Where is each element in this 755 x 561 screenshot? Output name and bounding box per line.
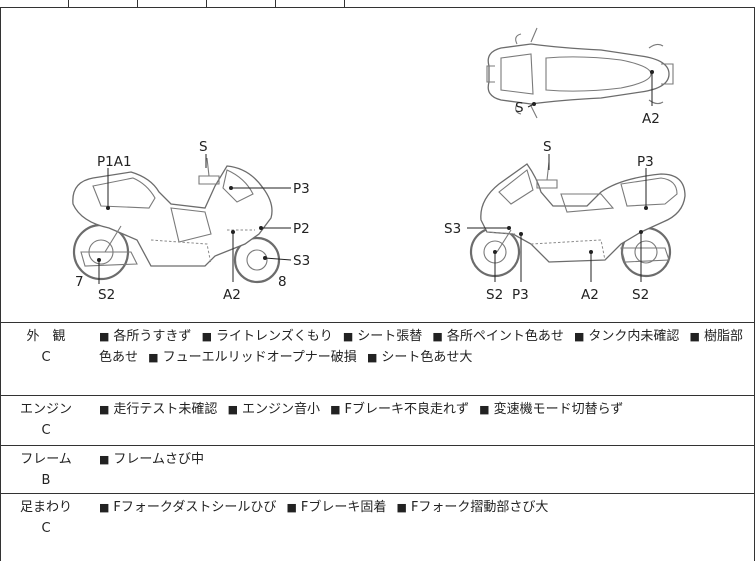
left-s-label: S bbox=[199, 139, 208, 155]
issue-item: エンジン音小 bbox=[241, 402, 320, 417]
right-s-label: S bbox=[543, 139, 552, 155]
scooter-left-view: P1A1 S P3 P2 S3 7 S2 A2 8 bbox=[72, 139, 310, 303]
issue-item: シート張替 bbox=[357, 329, 423, 344]
header-table-strip bbox=[0, 0, 755, 8]
issue-item: Fブレーキ不良走れず bbox=[344, 402, 470, 417]
issue-list: ■各所うすきず ■ライトレンズくもり ■シート張替 ■各所ペイント色あせ ■タン… bbox=[99, 329, 743, 365]
right-p3-bottom-label: P3 bbox=[512, 287, 529, 303]
category-name: 外 観 bbox=[26, 329, 66, 344]
table-divider bbox=[137, 0, 138, 8]
report-row-suspension: 足まわり C ■Fフォークダストシールひび ■Fブレーキ固着 ■Fフォーク摺動部… bbox=[0, 494, 755, 561]
left-p3-label: P3 bbox=[293, 181, 310, 197]
left-7-label: 7 bbox=[75, 274, 84, 290]
category-name: エンジン bbox=[19, 402, 72, 417]
issue-list: ■走行テスト未確認 ■エンジン音小 ■Fブレーキ不良走れず ■変速機モード切替ら… bbox=[99, 402, 624, 417]
table-divider bbox=[344, 0, 345, 8]
category-cell: 足まわり C bbox=[1, 494, 91, 539]
left-s2-label: S2 bbox=[98, 287, 115, 303]
category-cell: 外 観 C bbox=[1, 323, 91, 368]
issue-item: シート色あせ大 bbox=[381, 350, 473, 365]
damage-diagram-panel: S A2 P1A1 S P3 P2 bbox=[0, 8, 755, 323]
issue-item: 各所ペイント色あせ bbox=[446, 329, 564, 344]
issue-item: ライトレンズくもり bbox=[215, 329, 333, 344]
table-divider bbox=[275, 0, 276, 8]
table-divider bbox=[206, 0, 207, 8]
top-s-label: S bbox=[515, 100, 524, 116]
condition-report-table: 外 観 C ■各所うすきず ■ライトレンズくもり ■シート張替 ■各所ペイント色… bbox=[0, 323, 755, 561]
issue-item: 変速機モード切替らず bbox=[493, 402, 624, 417]
issue-item: Fブレーキ固着 bbox=[300, 500, 387, 515]
issue-item: タンク内未確認 bbox=[588, 329, 680, 344]
category-grade: C bbox=[41, 350, 51, 365]
category-grade: C bbox=[41, 521, 51, 536]
left-p1a1-label: P1A1 bbox=[97, 154, 132, 170]
issue-item: フレームさび中 bbox=[113, 452, 205, 467]
issue-item: Fフォーク摺動部さび大 bbox=[410, 500, 549, 515]
right-s2-right-label: S2 bbox=[632, 287, 649, 303]
table-divider bbox=[68, 0, 69, 8]
scooter-top-view: S A2 bbox=[486, 27, 674, 127]
left-8-label: 8 bbox=[278, 274, 287, 290]
issue-item: 樹脂部色あせ bbox=[99, 329, 743, 365]
right-s2-left-label: S2 bbox=[486, 287, 503, 303]
right-a2-label: A2 bbox=[581, 287, 599, 303]
issue-list: ■Fフォークダストシールひび ■Fブレーキ固着 ■Fフォーク摺動部さび大 bbox=[99, 500, 549, 515]
report-row-engine: エンジン C ■走行テスト未確認 ■エンジン音小 ■Fブレーキ不良走れず ■変速… bbox=[0, 396, 755, 446]
issue-list: ■フレームさび中 bbox=[99, 452, 205, 467]
issue-item: 各所うすきず bbox=[113, 329, 192, 344]
issue-item: 走行テスト未確認 bbox=[113, 402, 218, 417]
left-s3-label: S3 bbox=[293, 253, 310, 269]
report-row-exterior: 外 観 C ■各所うすきず ■ライトレンズくもり ■シート張替 ■各所ペイント色… bbox=[0, 323, 755, 396]
left-p2-label: P2 bbox=[293, 221, 310, 237]
category-name: フレーム bbox=[20, 452, 72, 467]
category-grade: C bbox=[41, 423, 51, 438]
issue-item: Fフォークダストシールひび bbox=[113, 500, 277, 515]
category-grade: B bbox=[41, 473, 51, 488]
top-a2-label: A2 bbox=[642, 111, 660, 127]
left-a2-label: A2 bbox=[223, 287, 241, 303]
category-cell: フレーム B bbox=[1, 446, 91, 491]
right-s3-label: S3 bbox=[444, 221, 461, 237]
scooter-right-view: S P3 S3 S2 P3 A2 S2 bbox=[444, 139, 686, 303]
report-row-frame: フレーム B ■フレームさび中 bbox=[0, 446, 755, 494]
scooter-diagram-svg: S A2 P1A1 S P3 P2 bbox=[72, 27, 686, 303]
category-name: 足まわり bbox=[19, 500, 72, 515]
right-p3-top-label: P3 bbox=[637, 154, 654, 170]
issue-item: フューエルリッドオープナー破損 bbox=[162, 350, 357, 365]
category-cell: エンジン C bbox=[1, 396, 91, 441]
